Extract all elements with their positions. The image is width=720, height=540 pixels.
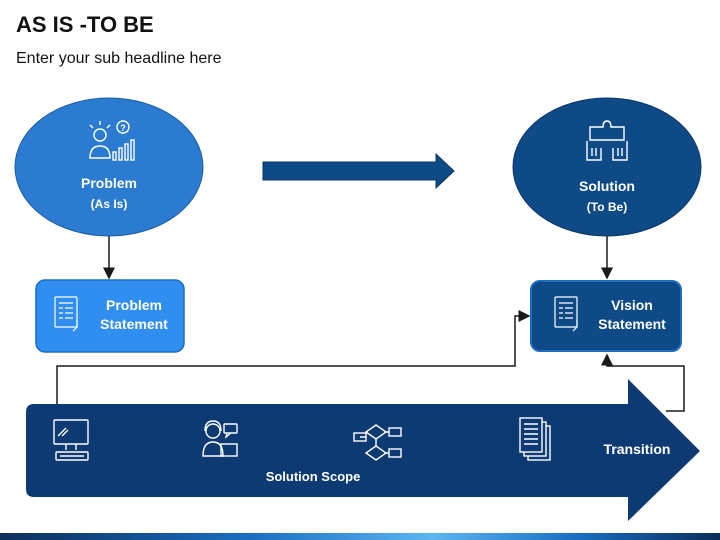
problem-title: Problem <box>81 175 137 191</box>
solution-tag: (To Be) <box>587 200 627 214</box>
footer-bar <box>0 533 720 540</box>
scope-to-vision-connector-right <box>601 353 685 412</box>
svg-text:?: ? <box>120 123 126 133</box>
as-is-to-be-arrow <box>262 152 455 190</box>
vision-statement-box: Vision Statement <box>530 280 682 352</box>
page-subtitle: Enter your sub headline here <box>16 50 222 67</box>
problem-statement-line1: Problem <box>106 297 162 313</box>
puzzle-hands-icon <box>586 120 628 161</box>
solution-node: Solution (To Be) <box>512 97 702 237</box>
vision-statement-line1: Vision <box>611 297 653 313</box>
scope-to-vision-connector-left <box>56 310 531 404</box>
transition-label: Transition <box>604 441 671 457</box>
problem-statement-line2: Statement <box>100 316 168 332</box>
documents-icon <box>519 417 551 461</box>
support-agent-icon <box>202 420 238 457</box>
problem-node: ? Problem (As Is) <box>14 97 204 237</box>
solution-scope-arrow <box>26 379 700 521</box>
solution-scope-label: Solution Scope <box>266 469 361 484</box>
flowchart-icon <box>353 424 402 461</box>
document-list-icon <box>554 296 578 332</box>
vision-statement-line2: Statement <box>598 316 666 332</box>
problem-tag: (As Is) <box>91 197 128 211</box>
problem-statement-box: Problem Statement <box>35 279 185 353</box>
page-title: AS IS -TO BE <box>16 12 154 37</box>
document-list-icon <box>54 296 78 332</box>
computer-icon <box>53 419 89 461</box>
problem-idea-chart-icon: ? <box>89 120 135 161</box>
solution-title: Solution <box>579 178 635 194</box>
